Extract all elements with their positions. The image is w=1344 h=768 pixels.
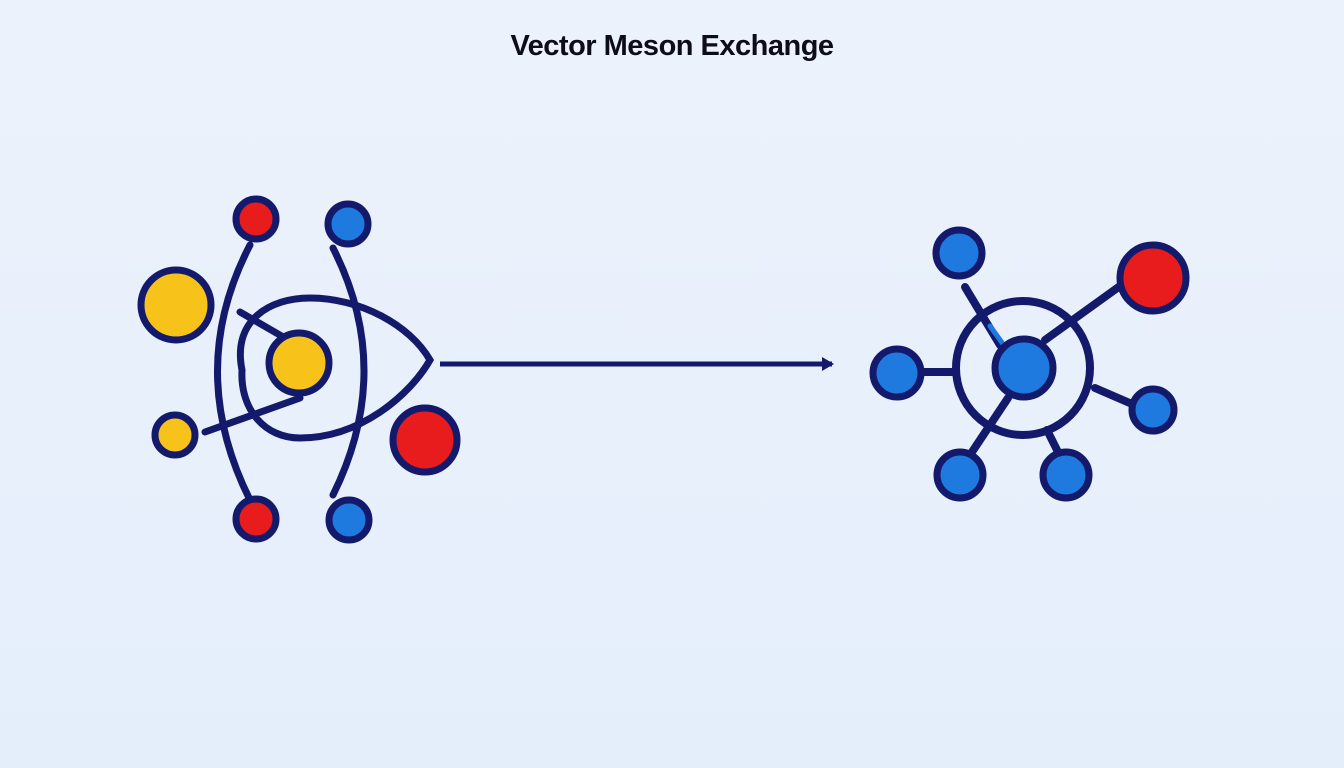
blue-node-lower-right — [1039, 448, 1093, 502]
blue-node-upper-left — [932, 226, 986, 280]
orbit-ring — [952, 297, 1094, 439]
blue-node-lower-left — [933, 448, 987, 502]
lens-orbit — [236, 294, 435, 442]
connector-line-upper — [236, 308, 289, 342]
spoke-right — [1091, 384, 1136, 408]
spoke-highlight — [987, 323, 1006, 347]
blue-node-right — [1128, 385, 1178, 435]
diagram-title: Vector Meson Exchange — [510, 30, 834, 62]
blue-meson-core — [991, 335, 1057, 401]
yellow-nucleon-large — [137, 266, 215, 344]
red-quark-right — [389, 404, 461, 476]
spoke-upper-right — [1041, 282, 1124, 344]
blue-quark-bottom — [325, 496, 373, 544]
connector-line-lower — [201, 394, 304, 436]
left-particle-cluster — [201, 241, 435, 504]
yellow-nucleon-small — [151, 411, 199, 459]
yellow-nucleon-center — [265, 329, 333, 397]
left-outer-arc — [214, 241, 254, 504]
red-quark-bottom — [232, 495, 280, 543]
right-outer-arc — [329, 244, 368, 499]
blue-quark-top — [324, 200, 372, 248]
red-node-upper-right — [1116, 241, 1190, 315]
red-quark-top — [232, 195, 280, 243]
blue-node-left — [869, 345, 925, 401]
